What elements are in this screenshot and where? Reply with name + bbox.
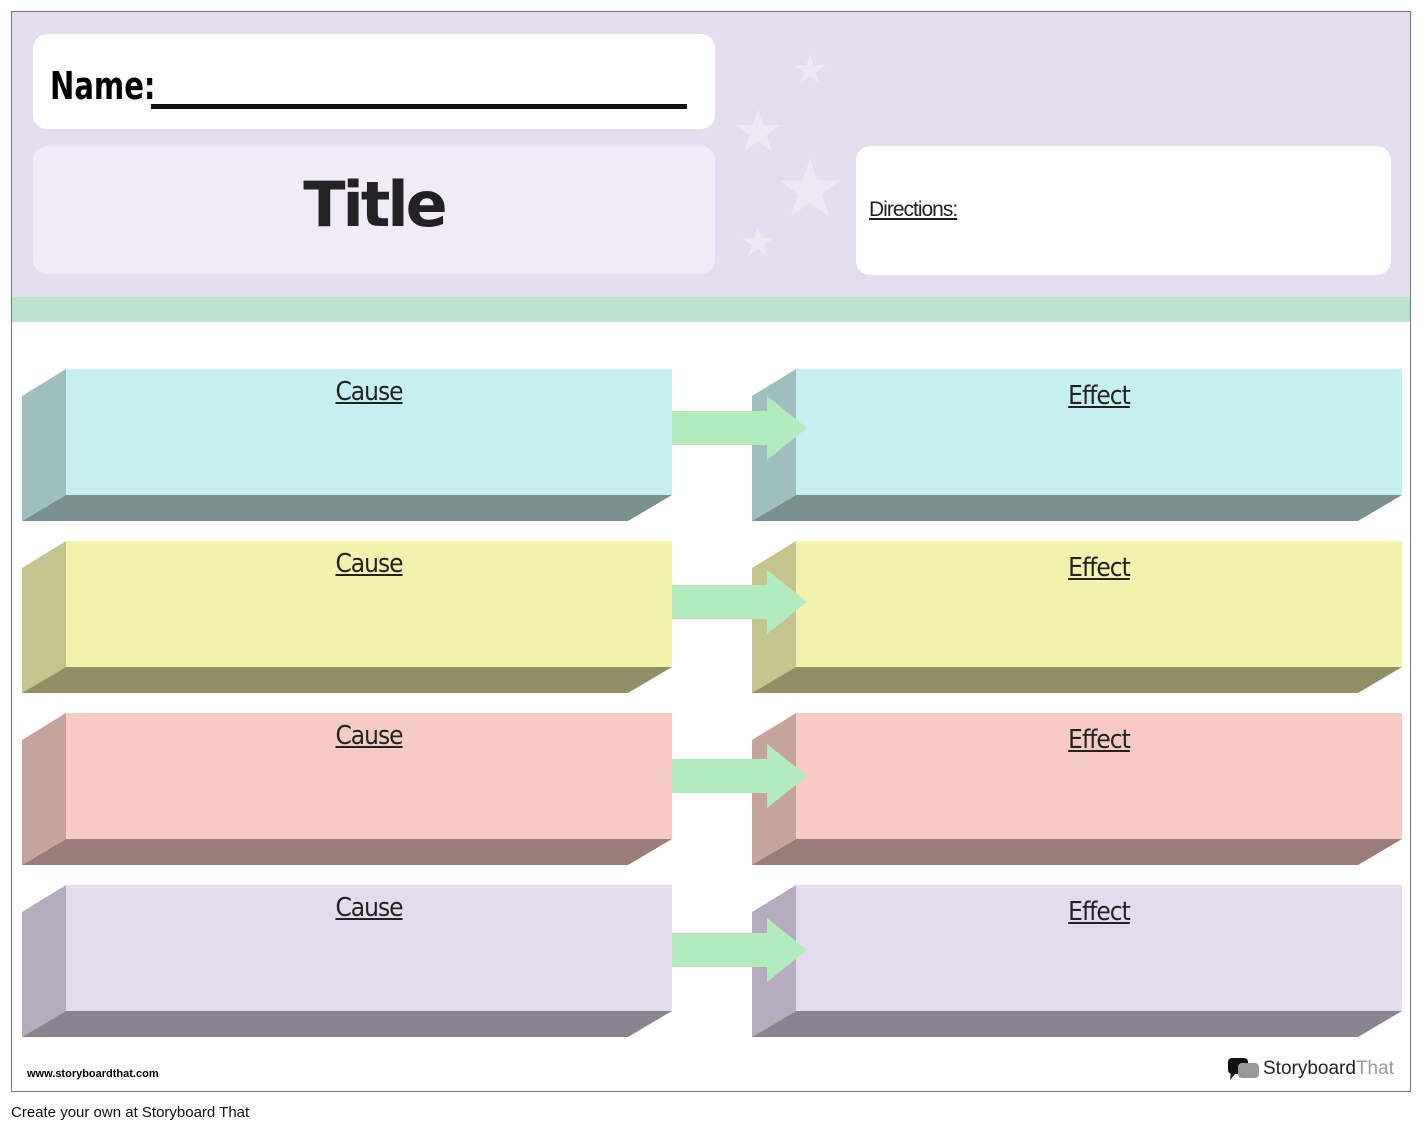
effect-box-front (796, 713, 1402, 839)
effect-box-bottom (752, 667, 1402, 693)
effect-box-front (796, 885, 1402, 1011)
website-url: www.storyboardthat.com (27, 1068, 159, 1080)
cause-label[interactable]: Cause (335, 721, 403, 751)
title-box[interactable]: Title (33, 146, 715, 274)
effect-label[interactable]: Effect (1068, 725, 1131, 755)
cause-box-front (66, 541, 672, 667)
effect-box-front (796, 541, 1402, 667)
header: ★ ★ ★ ★ Name: Title Directions: (12, 12, 1410, 297)
cause-box-side (22, 541, 66, 693)
arrow-icon (672, 396, 807, 460)
cause-box-front (66, 885, 672, 1011)
arrow-icon (672, 918, 807, 982)
effect-label[interactable]: Effect (1068, 381, 1131, 411)
effect-box-bottom (752, 839, 1402, 865)
brand-that: That (1355, 1058, 1394, 1079)
arrow-icon (672, 570, 807, 634)
star-icon: ★ (740, 221, 776, 265)
cause-box-bottom (22, 667, 672, 693)
directions-label: Directions: (869, 198, 958, 221)
cause-box-side (22, 885, 66, 1037)
effect-label[interactable]: Effect (1068, 553, 1131, 583)
cause-label[interactable]: Cause (335, 549, 403, 579)
cause-box-bottom (22, 495, 672, 521)
create-your-own-link[interactable]: Create your own at Storyboard That (11, 1104, 250, 1121)
effect-label[interactable]: Effect (1068, 897, 1131, 927)
effect-box-front (796, 369, 1402, 495)
star-icon: ★ (792, 48, 828, 92)
star-icon: ★ (732, 99, 784, 164)
divider-band (12, 297, 1410, 322)
brand-storyboard: Storyboard (1263, 1058, 1356, 1079)
speech-bubbles-icon (1228, 1058, 1259, 1080)
name-label: Name: (50, 64, 156, 108)
effect-box-bottom (752, 495, 1402, 521)
cause-box-side (22, 713, 66, 865)
cause-box-front (66, 713, 672, 839)
effect-box-bottom (752, 1011, 1402, 1037)
cause-box-front (66, 369, 672, 495)
cause-box-side (22, 369, 66, 521)
star-icon: ★ (774, 144, 846, 233)
cause-box-bottom (22, 1011, 672, 1037)
directions-box[interactable]: Directions: (856, 146, 1391, 275)
cause-label[interactable]: Cause (335, 377, 403, 407)
name-line (151, 104, 687, 109)
arrow-icon (672, 744, 807, 808)
title-text: Title (303, 168, 447, 241)
cause-box-bottom (22, 839, 672, 865)
cause-effect-boxes (22, 369, 1402, 1037)
name-field[interactable]: Name: (33, 34, 715, 129)
cause-label[interactable]: Cause (335, 893, 403, 923)
